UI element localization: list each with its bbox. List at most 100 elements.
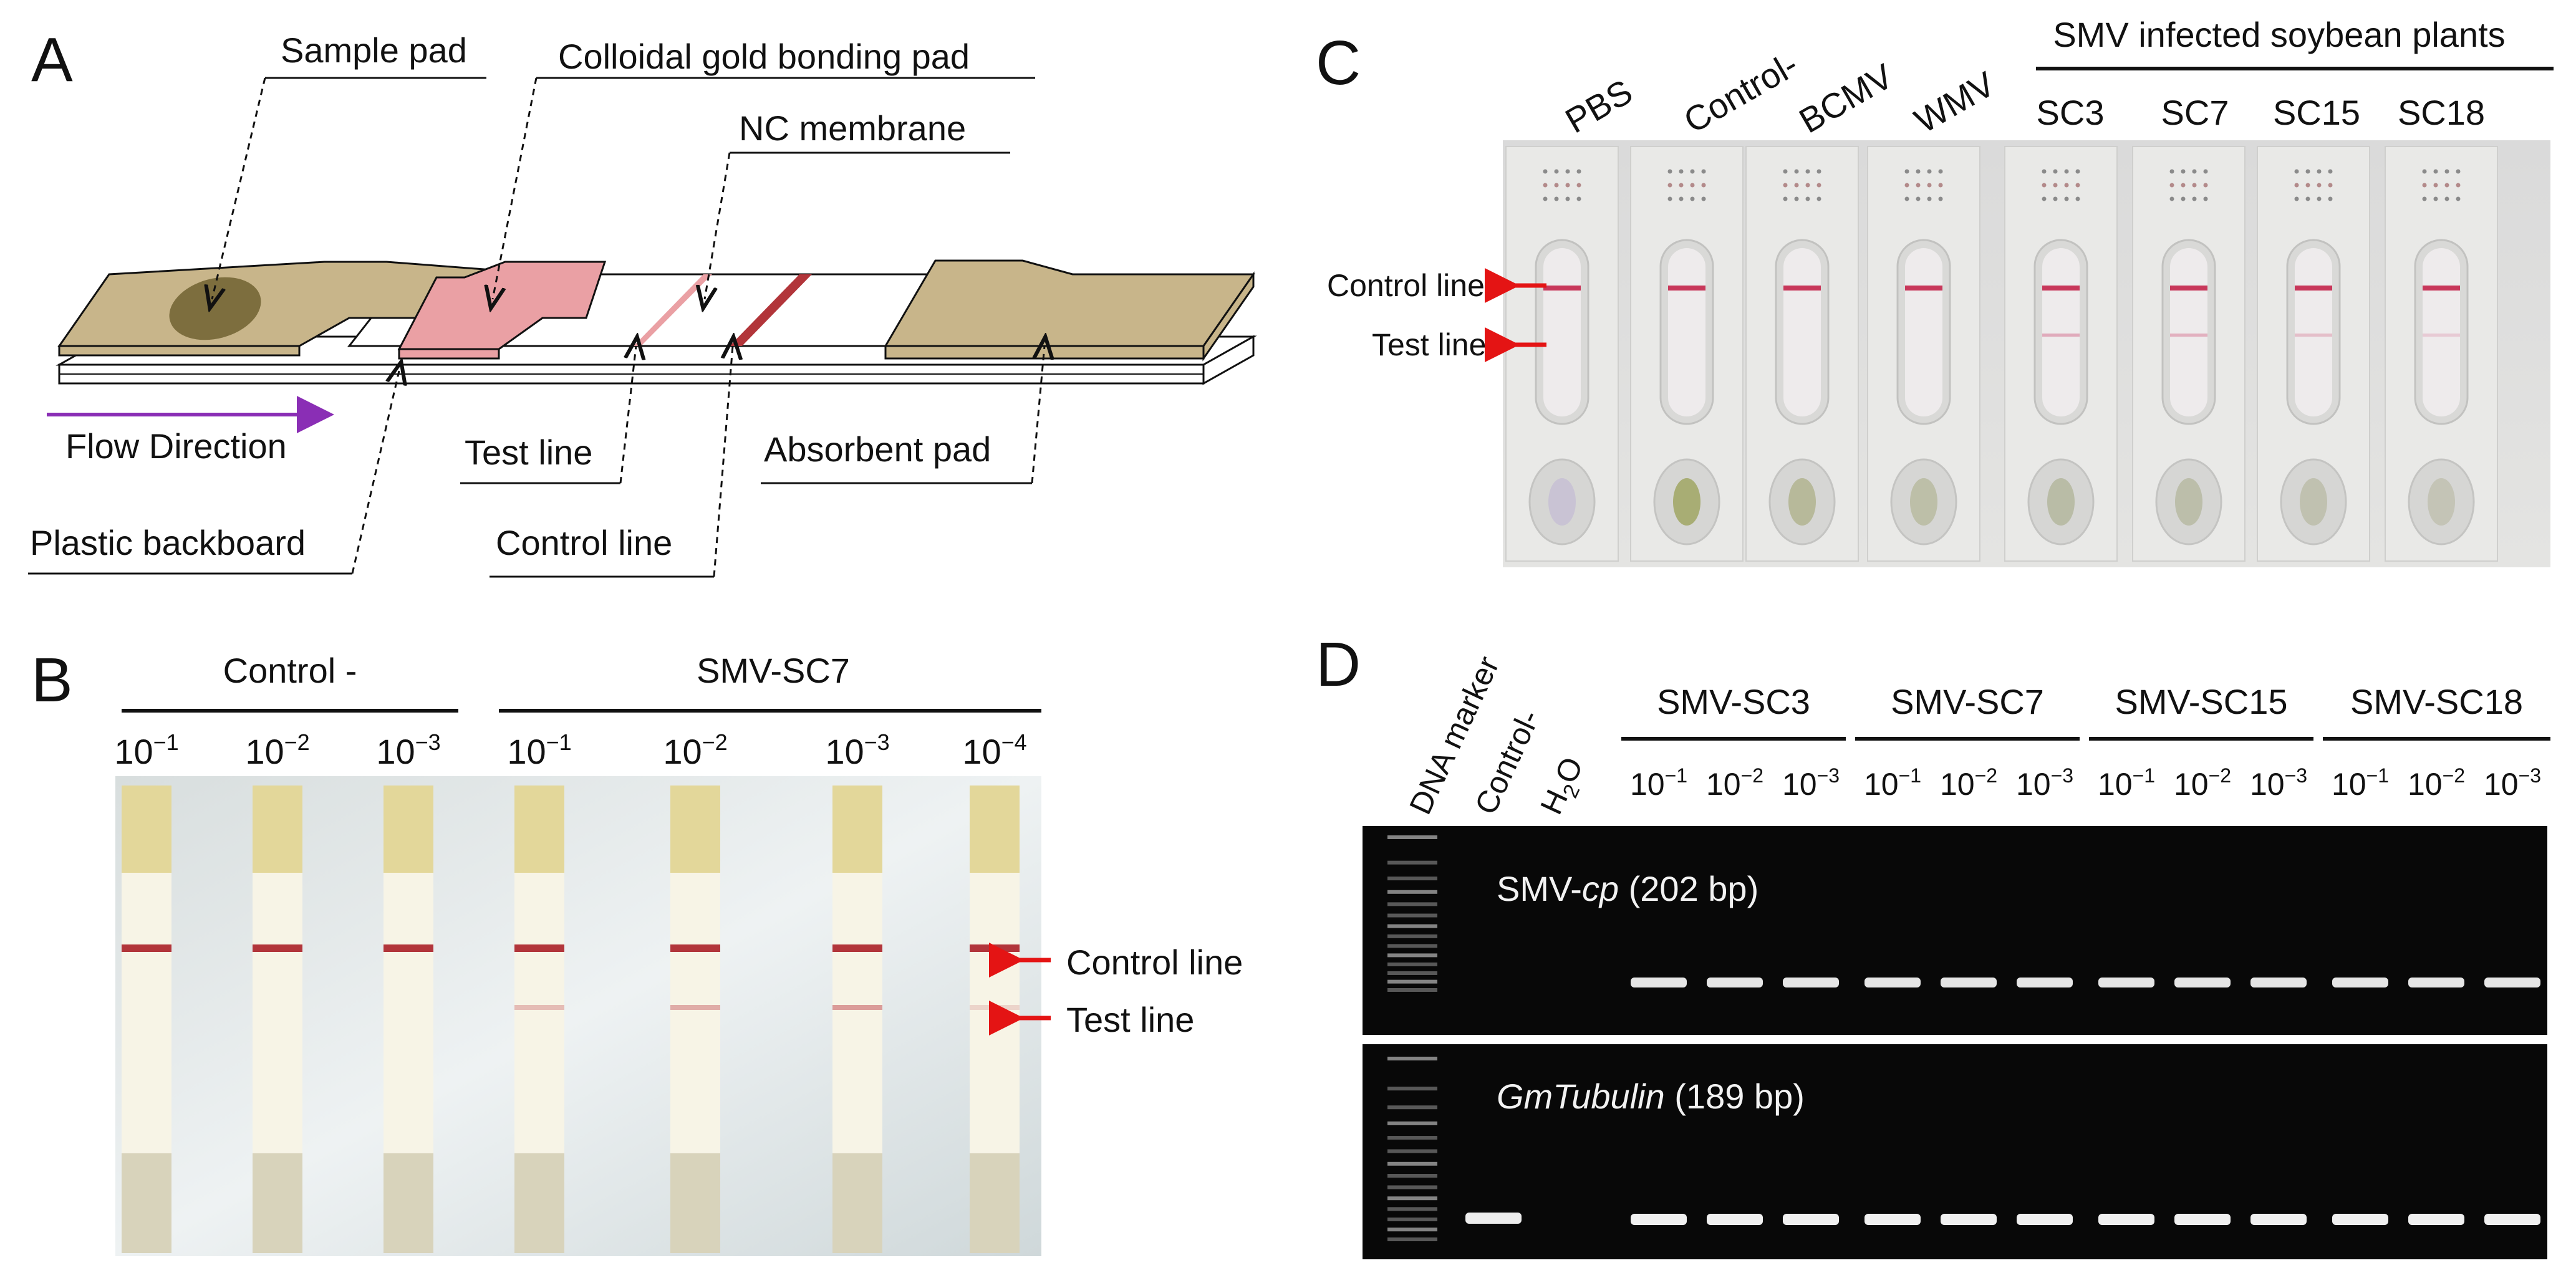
b-label-control-line: Control line (1066, 943, 1243, 982)
b-test-band (514, 1005, 564, 1010)
tubulin-band (2332, 1214, 2388, 1225)
panel-d-letter: D (1316, 630, 1361, 699)
label-flow-direction: Flow Direction (65, 426, 287, 466)
c-control-band (1783, 286, 1821, 291)
c-sample-well (2428, 478, 2455, 526)
cp-band (2017, 978, 2073, 987)
label-sample-pad: Sample pad (281, 31, 467, 70)
ladder-band (1387, 860, 1437, 865)
d-dilution-label: 10−1 (2098, 764, 2155, 802)
d-dilution-label: 10−1 (2332, 764, 2389, 802)
cp-band (2332, 978, 2388, 987)
d-dilution-label: 10−1 (1864, 764, 1921, 802)
ladder-band (1387, 1136, 1437, 1140)
d-dilution-label: 10−3 (2016, 764, 2073, 802)
tubulin-band (2174, 1214, 2231, 1225)
b-control-band (122, 944, 171, 952)
b-dilution-label: 10−1 (507, 729, 571, 771)
tubulin-band (2017, 1214, 2073, 1225)
c-sample-well (1788, 478, 1816, 526)
c-control-band (2042, 286, 2080, 291)
b-dilution-label: 10−3 (825, 729, 889, 771)
ladder-band (1387, 877, 1437, 881)
cp-band (1783, 978, 1839, 987)
label-control-line: Control line (496, 523, 672, 562)
gel-cp-bands (1387, 835, 2540, 992)
panel-a-letter: A (31, 25, 73, 95)
cp-band (1707, 978, 1763, 987)
c-sample-well (2300, 478, 2327, 526)
c-cassette (1505, 146, 1619, 562)
ladder-band (1387, 1228, 1437, 1232)
ladder-band (1387, 890, 1437, 894)
cp-band (1631, 978, 1687, 987)
b-strip (670, 786, 720, 1253)
label-absorbent-pad: Absorbent pad (764, 430, 991, 469)
ladder-band (1387, 1121, 1437, 1125)
c-lane-label: Control- (1677, 44, 1805, 140)
c-label-test-line: Test line (1372, 327, 1486, 362)
c-cassette (2385, 146, 2498, 562)
d-group-label: SMV-SC7 (1891, 682, 2044, 721)
ladder-band (1387, 988, 1437, 992)
ladder-band (1387, 1185, 1437, 1189)
tubulin-band (1465, 1213, 1522, 1224)
c-cassettes (1505, 146, 2498, 562)
b-control-band (384, 944, 433, 952)
b-dilution-label: 10−1 (114, 729, 178, 771)
cp-band (2098, 978, 2154, 987)
c-control-band (1905, 286, 1942, 291)
ladder-band (1387, 971, 1437, 975)
ladder-band (1387, 1057, 1437, 1060)
b-dilution-label: 10−4 (962, 729, 1026, 771)
c-cassette (1867, 146, 1980, 562)
d-dilution-label: 10−2 (2408, 764, 2465, 802)
c-test-band (2042, 334, 2080, 337)
b-strip (832, 786, 882, 1253)
c-test-band (2295, 334, 2332, 337)
panel-a: A Sample pad Colloidal gold bonding pad … (28, 25, 1257, 578)
b-label-test-line: Test line (1066, 1000, 1194, 1039)
gel-tubulin-label: GmTubulin (189 bp) (1497, 1077, 1805, 1116)
ladder-band (1387, 1149, 1437, 1153)
c-lane-label: WMV (1908, 64, 2002, 140)
c-smv-lane-label: SC15 (2273, 93, 2360, 132)
b-control-band (832, 944, 882, 952)
c-group-label: SMV infected soybean plants (2053, 15, 2505, 54)
c-sample-well (1673, 478, 1700, 526)
c-sample-well (2175, 478, 2202, 526)
c-lane-label: BCMV (1793, 56, 1900, 141)
d-group-labels: SMV-SC3 10−1 10−2 10−3 SMV-SC7 10−1 10−2 10−3 SM… (1621, 682, 2550, 802)
c-sample-well (1910, 478, 1937, 526)
test-line-stripe (634, 274, 712, 346)
d-dilution-label: 10−2 (1706, 764, 1763, 802)
c-control-band (2423, 286, 2460, 291)
cp-band (2174, 978, 2231, 987)
ladder-band (1387, 924, 1437, 928)
b-test-band (832, 1005, 882, 1010)
ladder-band (1387, 1237, 1437, 1241)
gel-cp-label: SMV-cp (202 bp) (1497, 869, 1758, 908)
tubulin-band (2484, 1214, 2540, 1225)
ladder-band (1387, 934, 1437, 938)
d-h2o-label: H2O (1533, 752, 1595, 822)
label-plastic-backboard: Plastic backboard (30, 523, 306, 562)
d-dilution-label: 10−3 (2484, 764, 2541, 802)
c-control-band (1543, 286, 1581, 291)
ladder-band (1387, 835, 1437, 839)
c-test-band (2423, 334, 2460, 337)
ladder-band (1387, 1174, 1437, 1178)
c-control-band (2170, 286, 2207, 291)
b-test-band (670, 1005, 720, 1010)
c-smv-lane-label: SC3 (2037, 93, 2105, 132)
d-group-label: SMV-SC3 (1657, 682, 1810, 721)
ladder-band (1387, 1196, 1437, 1201)
ladder-band (1387, 1087, 1437, 1091)
d-group-label: SMV-SC15 (2115, 682, 2288, 721)
ladder-band (1387, 1217, 1437, 1221)
c-label-control-line: Control line (1327, 268, 1485, 303)
